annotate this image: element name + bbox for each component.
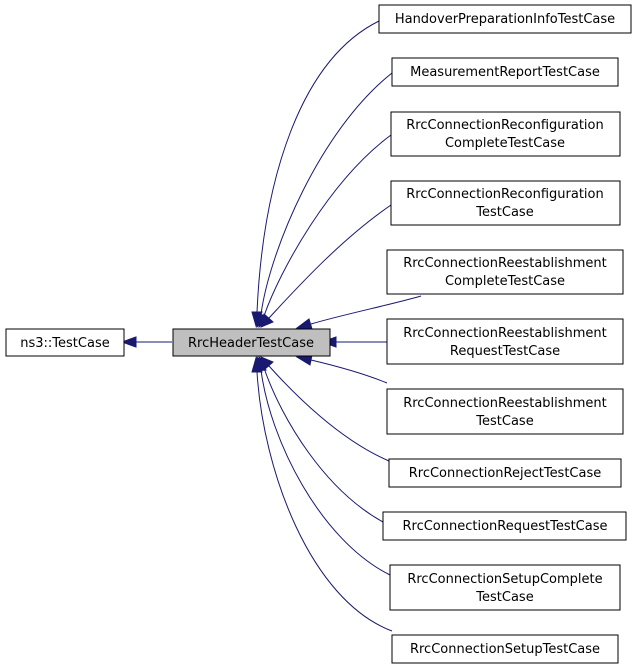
- node-reest-request-line1: RrcConnectionReestablishment: [403, 326, 607, 341]
- node-handover-label: HandoverPreparationInfoTestCase: [395, 12, 615, 27]
- edge-reest-complete: [310, 295, 422, 325]
- node-reconfig-line2: TestCase: [475, 205, 533, 220]
- node-reest-complete-line2: CompleteTestCase: [445, 274, 565, 289]
- node-testcase[interactable]: ns3::TestCase: [5, 328, 125, 357]
- node-reconfig-complete-line2: CompleteTestCase: [445, 136, 565, 151]
- node-reest-line2: TestCase: [475, 414, 533, 429]
- node-reest-request[interactable]: RrcConnectionReestablishment RequestTest…: [386, 318, 624, 365]
- edge-reject: [268, 365, 390, 462]
- node-reconfig-line1: RrcConnectionReconfiguration: [406, 187, 603, 202]
- node-reest-line1: RrcConnectionReestablishment: [403, 396, 607, 411]
- arrowhead-base: [120, 336, 137, 348]
- node-testcase-label: ns3::TestCase: [20, 336, 109, 351]
- node-reject-label: RrcConnectionRejectTestCase: [409, 466, 602, 481]
- node-reconfig-complete[interactable]: RrcConnectionReconfiguration CompleteTes…: [390, 111, 621, 157]
- node-setup-complete-line2: TestCase: [475, 590, 533, 605]
- node-setup-complete[interactable]: RrcConnectionSetupComplete TestCase: [389, 564, 621, 611]
- node-reject[interactable]: RrcConnectionRejectTestCase: [388, 458, 622, 488]
- node-handover[interactable]: HandoverPreparationInfoTestCase: [378, 4, 632, 34]
- node-setup-label: RrcConnectionSetupTestCase: [410, 642, 600, 657]
- node-measurement[interactable]: MeasurementReportTestCase: [391, 57, 619, 87]
- node-measurement-label: MeasurementReportTestCase: [410, 65, 600, 80]
- edge-setup: [256, 371, 393, 632]
- node-request[interactable]: RrcConnectionRequestTestCase: [382, 511, 627, 541]
- arrowhead-setup: [251, 356, 263, 373]
- node-reconfig-complete-line1: RrcConnectionReconfiguration: [406, 118, 603, 133]
- edge-reconfig: [268, 204, 392, 319]
- node-reest-complete-line1: RrcConnectionReestablishment: [403, 256, 607, 271]
- node-header-label: RrcHeaderTestCase: [188, 336, 314, 351]
- arrowhead-reest-complete: [295, 318, 313, 330]
- node-setup-complete-line1: RrcConnectionSetupComplete: [407, 572, 602, 587]
- arrowhead-reconfig: [260, 313, 274, 328]
- node-reest-request-line2: RequestTestCase: [450, 344, 560, 359]
- node-reest[interactable]: RrcConnectionReestablishment TestCase: [386, 388, 624, 435]
- edge-reest: [310, 359, 388, 384]
- node-reest-complete[interactable]: RrcConnectionReestablishment CompleteTes…: [386, 249, 624, 295]
- edge-measurement: [260, 72, 393, 315]
- node-reconfig[interactable]: RrcConnectionReconfiguration TestCase: [390, 180, 621, 226]
- edge-reconfig-complete: [263, 134, 392, 317]
- node-setup[interactable]: RrcConnectionSetupTestCase: [391, 634, 619, 664]
- edge-handover: [256, 20, 380, 313]
- edge-request: [263, 367, 384, 523]
- edge-setup-complete: [260, 369, 391, 576]
- edges: [136, 20, 422, 632]
- arrowheads: [120, 311, 337, 373]
- node-request-label: RrcConnectionRequestTestCase: [402, 519, 607, 534]
- node-header[interactable]: RrcHeaderTestCase: [172, 328, 331, 357]
